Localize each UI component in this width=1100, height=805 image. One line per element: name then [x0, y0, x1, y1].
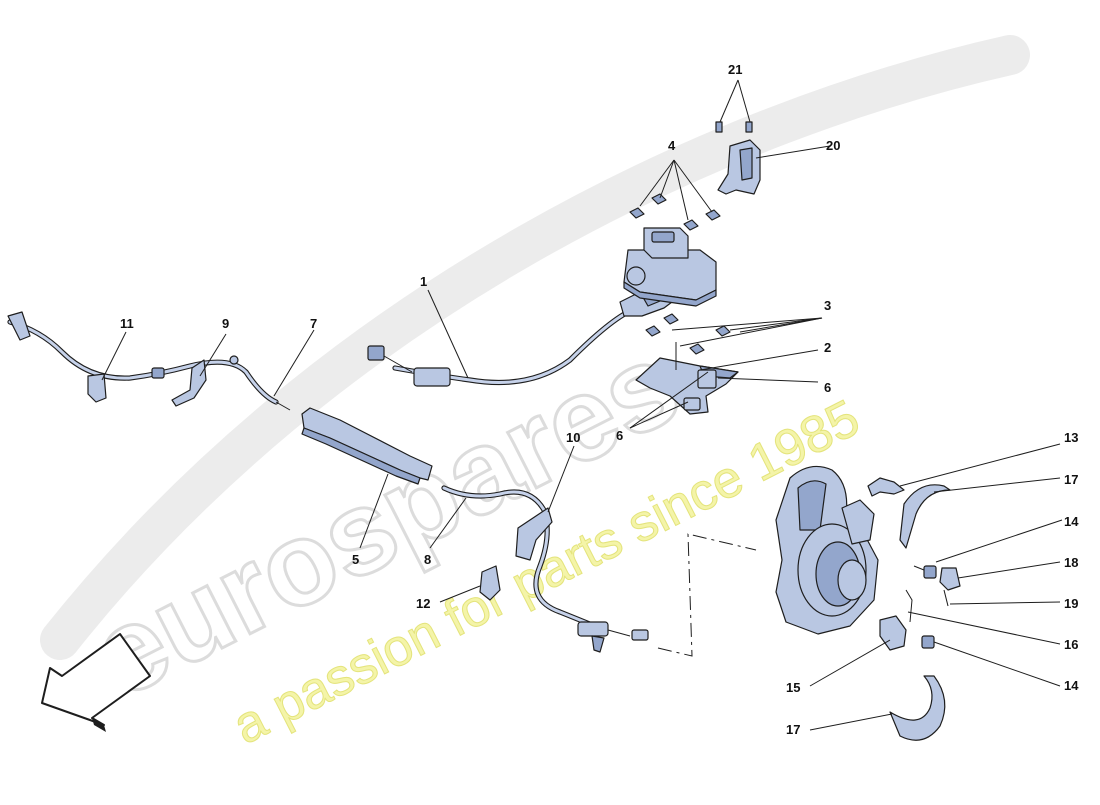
- callout-14a: 14: [1064, 514, 1079, 529]
- callout-6a: 6: [824, 380, 832, 395]
- arrow-shadow: [92, 718, 106, 732]
- part-12-clip: [479, 565, 501, 601]
- part-8-10-cable: [441, 485, 649, 653]
- part-15-lever: [879, 615, 907, 651]
- callout-7: 7: [310, 316, 318, 331]
- callout-5: 5: [352, 552, 360, 567]
- callout-leaders: [101, 79, 1063, 731]
- part-19-pin: [943, 589, 949, 607]
- callout-17a: 17: [1064, 472, 1079, 487]
- part-14-spring-lower: [921, 635, 935, 649]
- callout-2: 2: [824, 340, 832, 355]
- part-4-nuts: [629, 193, 721, 231]
- callout-8: 8: [424, 552, 432, 567]
- callout-10: 10: [566, 430, 581, 445]
- callout-18: 18: [1064, 555, 1079, 570]
- callout-16: 16: [1064, 637, 1079, 652]
- callout-14b: 14: [1064, 678, 1079, 693]
- callout-9: 9: [222, 316, 230, 331]
- part-20-bracket: [717, 139, 761, 195]
- reference-line: [657, 533, 757, 657]
- wheel-knuckle-assembly: [775, 465, 879, 635]
- callout-3: 3: [824, 298, 832, 313]
- callout-20: 20: [826, 138, 841, 153]
- part-13-bracket: [867, 477, 905, 497]
- part-14-spring-upper: [913, 565, 937, 579]
- part-11-9-7-cable: [7, 311, 291, 411]
- callout-11: 11: [120, 316, 134, 331]
- front-direction-arrow: [41, 633, 151, 726]
- part-3-nuts: [645, 313, 731, 355]
- callout-21: 21: [728, 62, 743, 77]
- part-1-main-cable: [367, 307, 635, 387]
- part-5-bracket: [301, 407, 433, 485]
- callout-12: 12: [416, 596, 431, 611]
- watermark-swoosh: [40, 35, 1030, 660]
- part-17-shoe-lower: [889, 675, 946, 741]
- callout-4: 4: [668, 138, 676, 153]
- callout-13: 13: [1064, 430, 1079, 445]
- park-brake-actuator: [619, 227, 717, 317]
- part-21-bolts: [715, 121, 753, 133]
- part-16-spring: [905, 589, 913, 623]
- callout-6b: 6: [616, 428, 624, 443]
- callout-1: 1: [420, 274, 428, 289]
- part-18-plate: [939, 567, 961, 591]
- part-17-shoe-upper: [899, 484, 951, 549]
- callout-17b: 17: [786, 722, 801, 737]
- callout-19: 19: [1064, 596, 1079, 611]
- callout-15: 15: [786, 680, 801, 695]
- watermark: eurospares a passion for parts since 198…: [40, 35, 1030, 756]
